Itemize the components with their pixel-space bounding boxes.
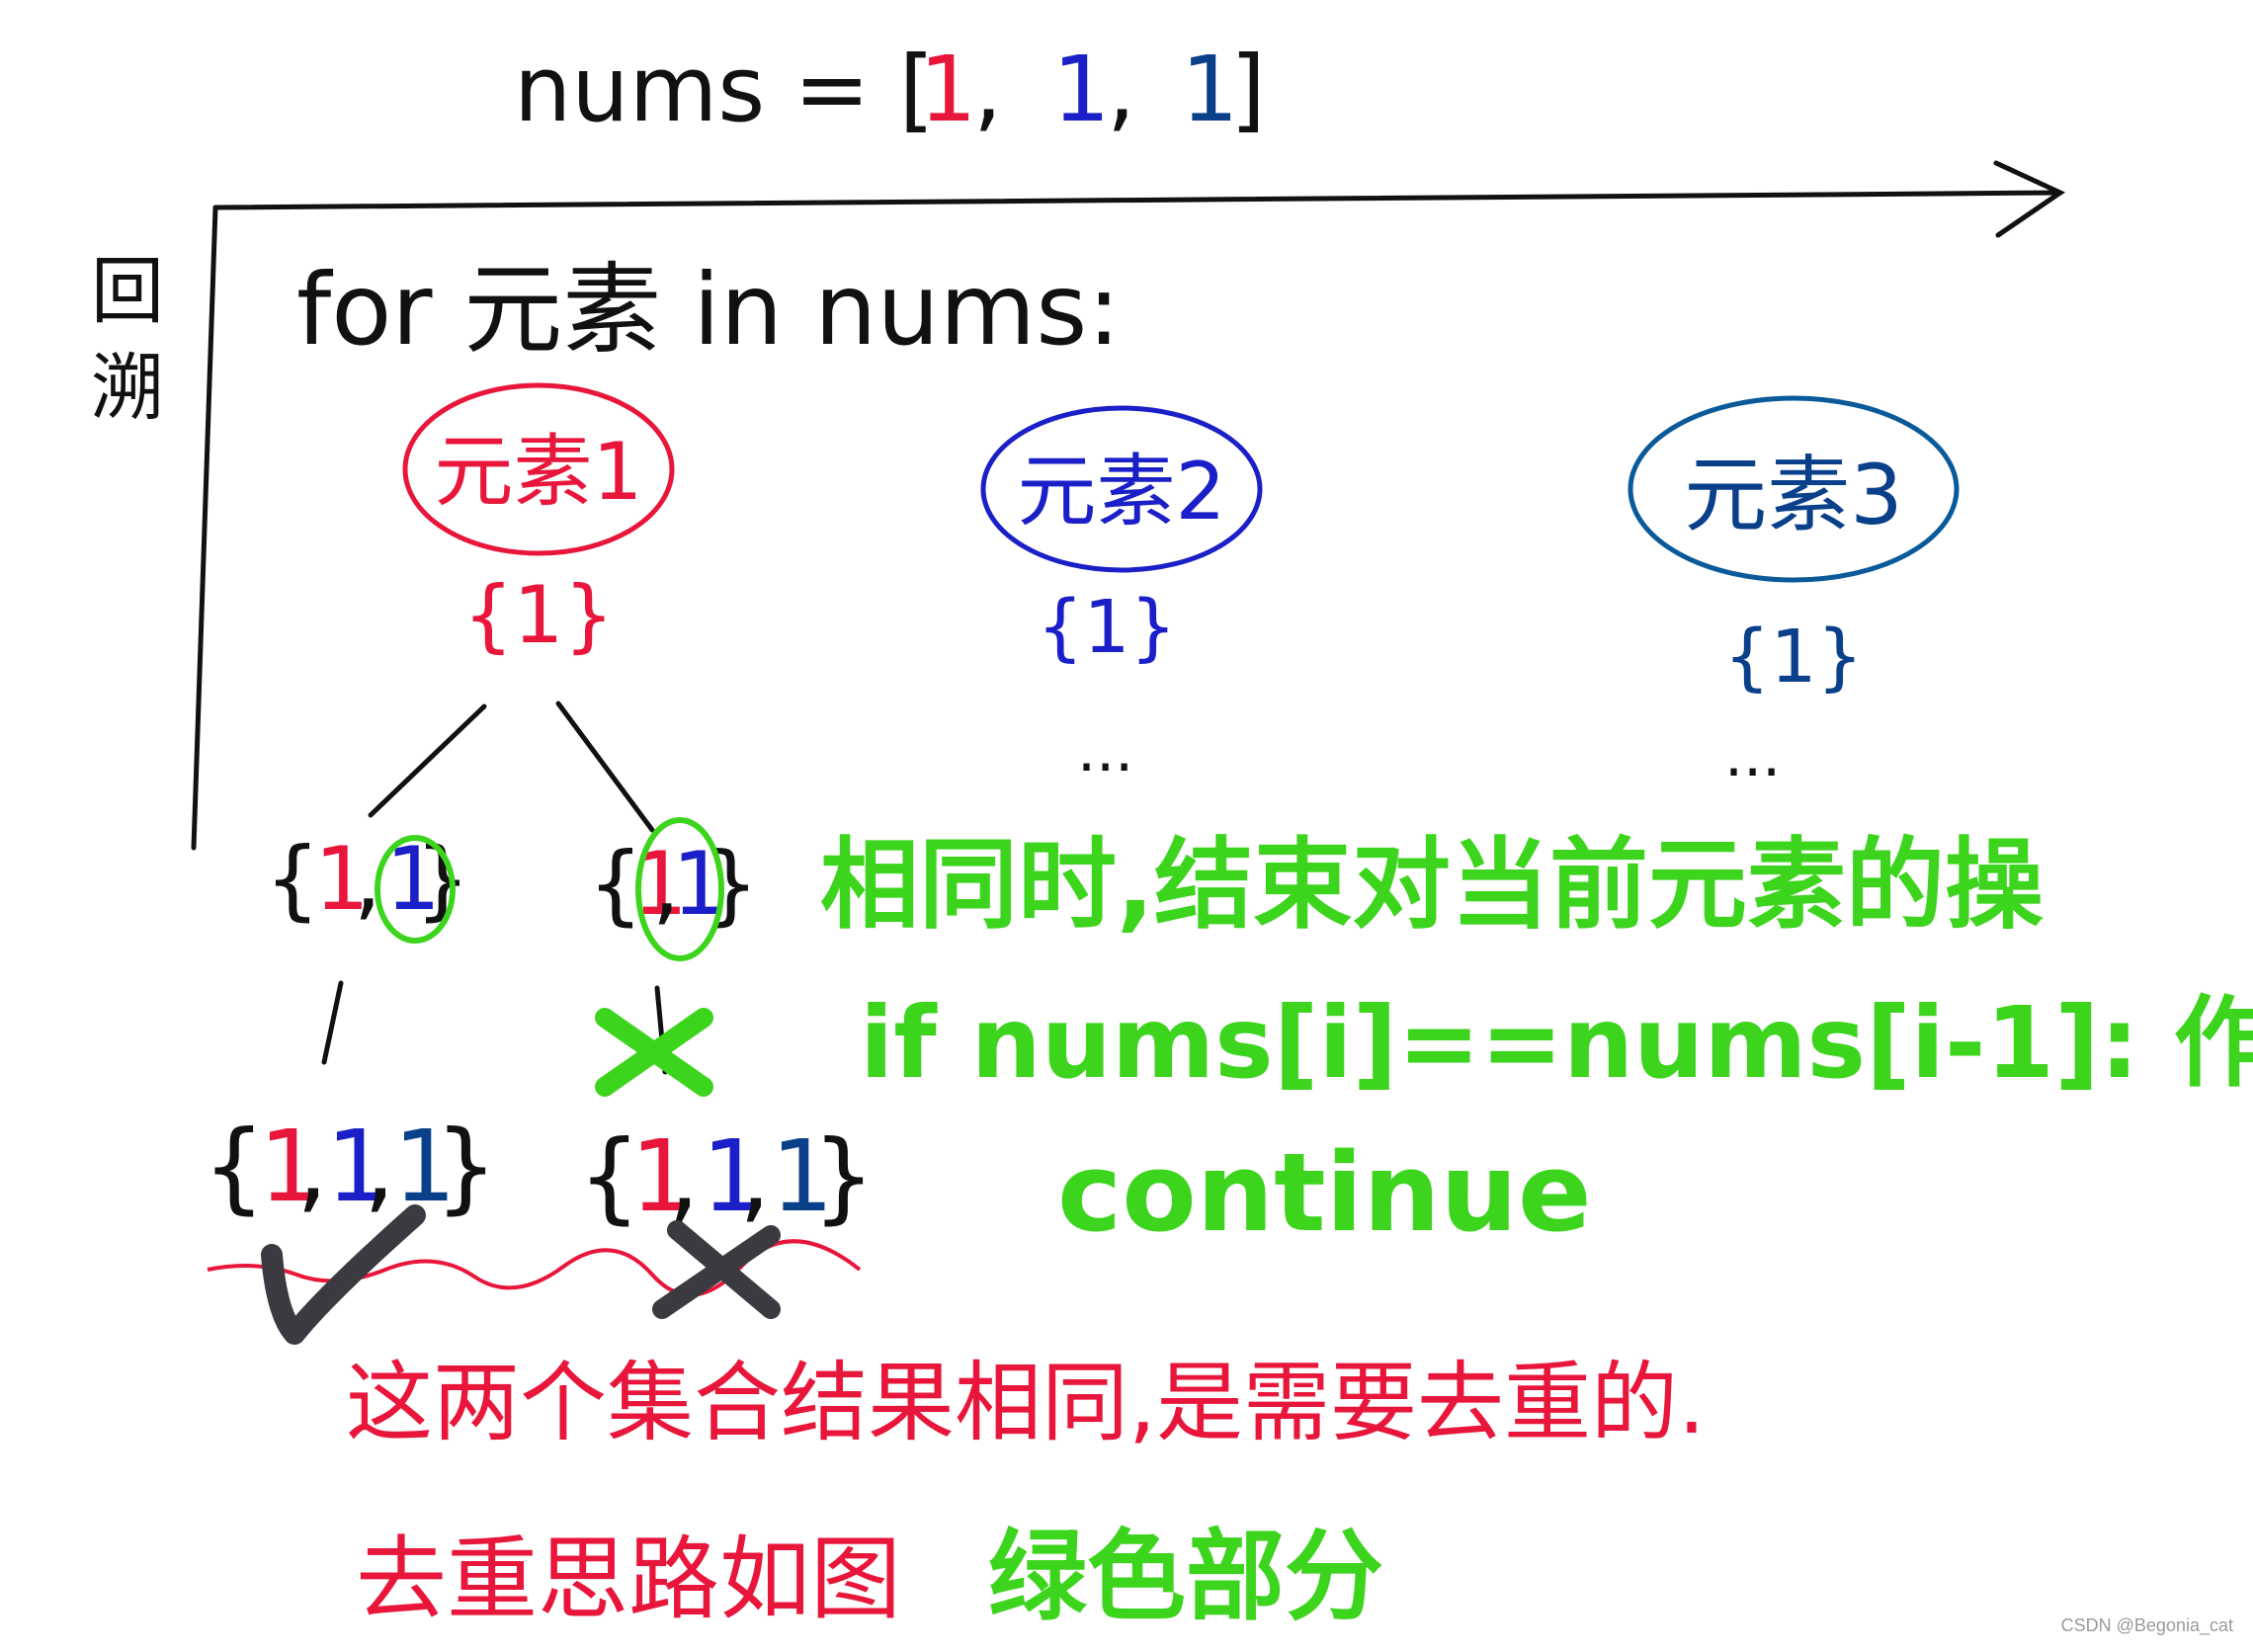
title-value-1: 1 [919,37,977,142]
node-3-set: {1} [1723,615,1863,700]
node-1-set: {1} [463,569,615,661]
green-cross-icon [595,1008,713,1097]
title: nums = [ 1 , 1 , 1 ] [514,37,1266,142]
title-value-2: 1 [1052,37,1111,142]
green-note-line-1: 相同时,结束对当前元素的操 [820,827,2044,943]
ellipsis-node-2: ... [1077,716,1133,785]
node-1-ellipse [402,382,675,556]
node-2-ellipse [980,405,1263,573]
axis-arrow-head [1993,160,2066,238]
title-suffix: ] [1230,37,1266,142]
l2-right-green-circle [635,817,724,961]
green-note: 相同时,结束对当前元素的操 if nums[i]==nums[i-1]: 作 c… [820,827,2253,1256]
watermark: CSDN @Begonia_cat [2060,1615,2233,1635]
l3-left-open: { [203,1109,266,1224]
title-value-3: 1 [1181,37,1239,142]
axes [191,160,2066,851]
l2-right-comma: , [652,833,680,935]
l3-right-open: { [578,1118,641,1234]
branch-right [555,701,655,833]
l2-left-close: } [415,828,470,930]
red-note-line-1: 这两个集合结果相同,是需要去重的. [346,1352,1706,1453]
l3-right-c1: , [668,1118,700,1234]
l3-left-b: 1 [326,1109,389,1224]
check-mark-icon [261,1204,426,1345]
title-sep-1: , [973,37,1002,142]
level2-set-right: { 1 , 1 } [588,817,759,961]
horizontal-axis-line [212,190,2063,210]
node-2-label: 元素2 [1018,446,1226,537]
node-3-ellipse [1627,395,1960,583]
node-2-set: {1} [1037,585,1176,670]
l3-right-c2: , [739,1118,771,1234]
l2-right-open: { [588,833,643,935]
axis-label-char-2: 溯 [91,346,164,431]
red-note-line-2-green: 绿色部分 [988,1519,1383,1634]
l3-left-c2: , [364,1109,395,1224]
level3-set-left: { 1 , 1 , 1 } [203,1109,498,1224]
axis-label: 回 溯 [91,249,164,431]
l2-left-a: 1 [314,828,370,930]
title-sep-2: , [1107,37,1135,142]
red-note: 这两个集合结果相同,是需要去重的. 去重思路如图 绿色部分 [346,1352,1706,1634]
node-1-label: 元素1 [435,426,643,518]
l3-left-c1: , [296,1109,328,1224]
level2-set-left: { 1 , 1 } [265,828,470,944]
l3-right-c: 1 [771,1118,834,1234]
vertical-axis-line [191,205,218,851]
level1-node-3: 元素3 {1} [1627,395,1960,700]
axis-label-char-1: 回 [91,249,164,334]
node-3-label: 元素3 [1684,447,1902,543]
branch-left [368,703,487,818]
l2-left-green-circle [375,835,456,944]
stem-left [321,980,344,1065]
level3-set-right: { 1 , 1 , 1 } [578,1118,876,1234]
l3-left-a: 1 [259,1109,322,1224]
l3-left-c: 1 [393,1109,457,1224]
title-prefix: nums = [ [514,37,935,142]
ellipsis-node-3: ... [1724,721,1781,790]
l3-left-close: } [435,1109,498,1224]
l3-right-a: 1 [630,1118,694,1234]
level1-node-2: 元素2 {1} [980,405,1263,670]
green-note-line-2: if nums[i]==nums[i-1]: 作 [860,985,2253,1101]
loop-text: for 元素 in nums: [296,252,1121,368]
l3-right-close: } [812,1118,876,1234]
green-note-line-3: continue [1057,1129,1592,1256]
cross-mark-icon [652,1220,781,1319]
l2-left-open: { [265,828,320,930]
red-note-line-2-prefix: 去重思路如图 [356,1527,901,1632]
l3-right-b: 1 [702,1118,765,1234]
level1-node-1: 元素1 {1} [402,382,675,661]
